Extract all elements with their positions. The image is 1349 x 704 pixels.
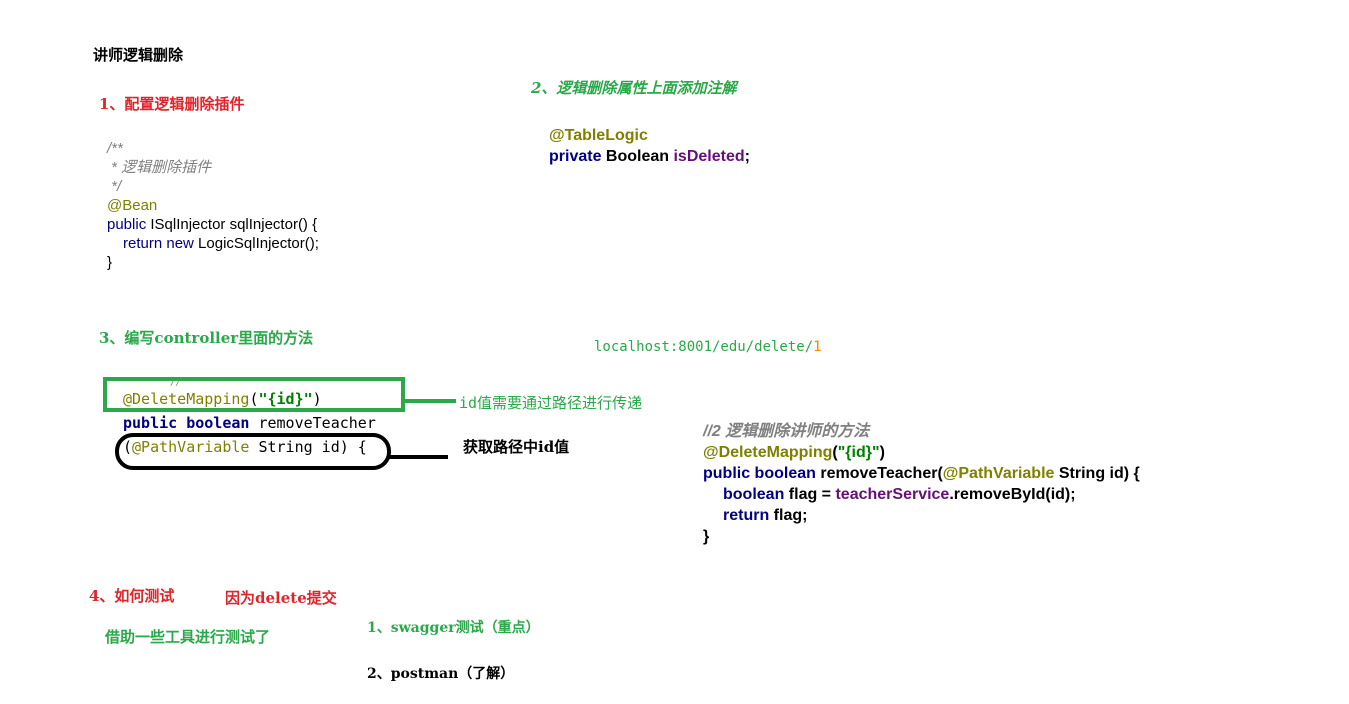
delete-mapping-annotation: @DeleteMapping <box>123 390 250 408</box>
controller-method-name: removeTeacher( <box>815 465 943 482</box>
delete-reason-note: 因为delete提交 <box>225 589 337 607</box>
snippet-comment-mark: // <box>170 378 181 388</box>
plugin-bean-annotation: @Bean <box>107 197 158 214</box>
controller-flag-line: boolean flag = teacherService.removeById… <box>703 484 1140 505</box>
plugin-comment-open: /** <box>107 140 123 157</box>
plugin-comment-body: * 逻辑删除插件 <box>107 159 212 176</box>
url-base: localhost:8001/edu/delete/ <box>594 339 814 355</box>
snippet-mapping-line: @DeleteMapping("{id}") <box>123 387 376 411</box>
snippet-signature-line: public boolean removeTeacher <box>123 411 376 435</box>
controller-return-line: return flag; <box>703 505 1140 526</box>
controller-service-call: .removeById(id); <box>949 486 1076 503</box>
param-paren: ( <box>123 438 133 456</box>
controller-paren-open: ( <box>832 444 838 461</box>
controller-path-variable: @PathVariable <box>942 465 1055 482</box>
field-type: Boolean <box>601 148 674 165</box>
controller-keyword-return: return <box>723 507 770 524</box>
keyword-private: private <box>549 148 602 165</box>
keyword-public-boolean: public boolean <box>123 414 250 432</box>
plugin-comment-close: */ <box>107 178 122 195</box>
table-logic-annotation: @TableLogic <box>549 127 648 144</box>
ellipse-annotation-note: 获取路径中id值 <box>463 438 570 456</box>
path-variable-annotation: @PathVariable <box>132 438 250 456</box>
plugin-signature-line: public ISqlInjector sqlInjector() { <box>107 215 319 234</box>
controller-param-rest: String id) { <box>1054 465 1140 482</box>
step-3-heading: 3、编写controller里面的方法 <box>99 329 314 347</box>
controller-paren-close: ) <box>879 444 885 461</box>
entity-field-line: private Boolean isDeleted; <box>549 146 750 167</box>
controller-keyword-public-boolean: public boolean <box>703 465 816 482</box>
field-name: isDeleted <box>673 148 745 165</box>
controller-return-value: flag; <box>769 507 808 524</box>
controller-code-block: //2 逻辑删除讲师的方法@DeleteMapping("{id}")publi… <box>703 421 1140 547</box>
snippet-paren-close: ) <box>312 390 322 408</box>
green-highlight-box <box>103 377 405 412</box>
plugin-return-value: LogicSqlInjector(); <box>193 235 319 252</box>
method-name: removeTeacher <box>249 414 376 432</box>
keyword-return-new: return new <box>123 235 194 252</box>
box-annotation-note: id值需要通过路径进行传递 <box>459 394 643 412</box>
field-semicolon: ; <box>744 148 750 165</box>
controller-service-field: teacherService <box>835 486 950 503</box>
url-id: 1 <box>813 339 822 355</box>
test-option-swagger: 1、swagger测试（重点） <box>367 620 540 636</box>
controller-mapping-line: @DeleteMapping("{id}") <box>703 442 1140 463</box>
controller-delete-mapping: @DeleteMapping <box>703 444 833 461</box>
page-title: 讲师逻辑删除 <box>93 46 184 64</box>
snippet-code-block: @DeleteMapping("{id}")public boolean rem… <box>123 387 376 459</box>
step-2-heading: 2、逻辑删除属性上面添加注解 <box>531 79 737 97</box>
controller-signature-line: public boolean removeTeacher(@PathVariab… <box>703 463 1140 484</box>
controller-path-string: "{id}" <box>837 444 880 461</box>
plugin-close-brace: } <box>107 254 113 271</box>
controller-flag-decl: flag = <box>784 486 836 503</box>
keyword-public: public <box>107 216 147 233</box>
step-4-heading: 4、如何测试 <box>89 587 175 605</box>
plugin-signature: ISqlInjector sqlInjector() { <box>146 216 318 233</box>
plugin-return-line: return new LogicSqlInjector(); <box>107 234 319 253</box>
snippet-paren-open: ( <box>249 390 259 408</box>
entity-code-block: @TableLogic private Boolean isDeleted; <box>549 125 750 167</box>
black-highlight-ellipse <box>115 433 391 470</box>
controller-close-brace: } <box>703 528 710 545</box>
param-rest: String id) { <box>249 438 367 456</box>
step-1-heading: 1、配置逻辑删除插件 <box>99 95 245 113</box>
testing-tools-note: 借助一些工具进行测试了 <box>105 628 271 646</box>
controller-keyword-boolean: boolean <box>723 486 785 503</box>
controller-comment: //2 逻辑删除讲师的方法 <box>703 423 870 440</box>
test-option-postman: 2、postman（了解） <box>367 666 515 682</box>
path-string: "{id}" <box>258 390 313 408</box>
request-url: localhost:8001/edu/delete/1 <box>594 339 822 355</box>
snippet-param-line: (@PathVariable String id) { <box>123 435 376 459</box>
